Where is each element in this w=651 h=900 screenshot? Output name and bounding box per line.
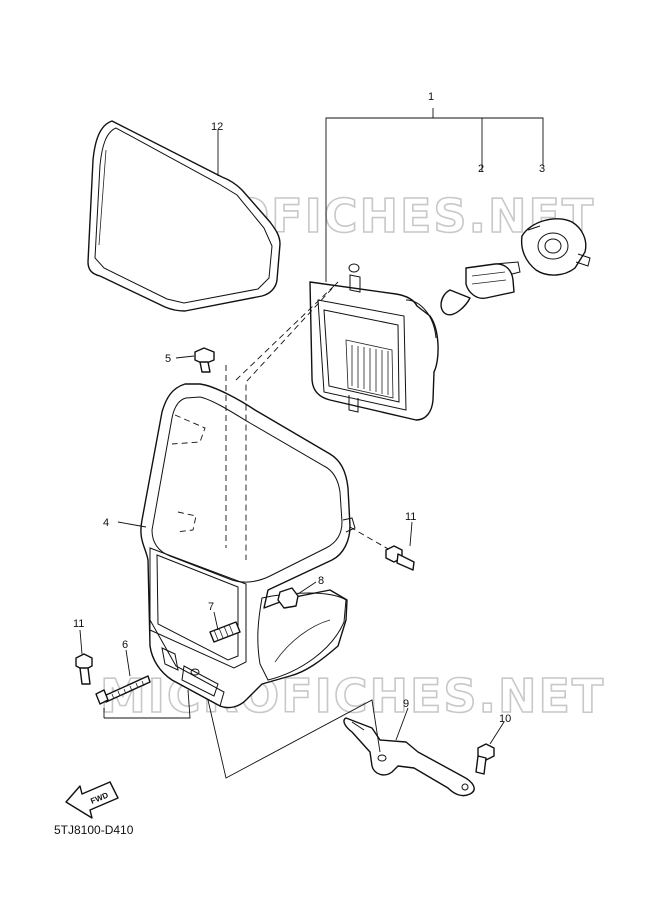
- diagram-code: 5TJ8100-D410: [54, 823, 134, 837]
- callout-11-right: 11: [405, 511, 416, 523]
- part-1-headlight-unit[interactable]: [309, 263, 439, 421]
- callout-8: 8: [318, 575, 324, 587]
- part-6-long-bolt[interactable]: [95, 675, 151, 705]
- part-4-headlight-housing[interactable]: [140, 383, 356, 709]
- part-7-spring[interactable]: [209, 621, 241, 643]
- fwd-arrow-icon: FWD: [65, 781, 119, 819]
- callout-labels: 1 2 3 4 5 6 7 8 9 10 11 11 12: [73, 91, 545, 725]
- part-11-bolt-left[interactable]: [75, 653, 93, 685]
- callout-12: 12: [211, 121, 223, 133]
- callout-3: 3: [539, 163, 545, 175]
- callout-7: 7: [208, 601, 214, 613]
- dashed-alignment-lines: [225, 281, 391, 560]
- part-12-visor[interactable]: [87, 120, 281, 312]
- callout-1: 1: [428, 91, 434, 103]
- part-2-bulb[interactable]: [440, 261, 521, 316]
- part-10-bolt[interactable]: [475, 743, 495, 775]
- callout-9: 9: [403, 698, 409, 710]
- callout-6: 6: [122, 639, 128, 651]
- part-11-bolt-right[interactable]: [385, 545, 415, 571]
- part-9-bracket[interactable]: [343, 717, 475, 797]
- callout-2: 2: [478, 163, 484, 175]
- assembly-bracket-1: [325, 108, 544, 282]
- lower-assembly-leads: [103, 689, 381, 779]
- part-3-socket[interactable]: [520, 218, 591, 276]
- callout-10: 10: [499, 713, 511, 725]
- callout-4: 4: [103, 517, 109, 529]
- callout-11-left: 11: [73, 618, 84, 630]
- callout-leaders: [79, 130, 505, 745]
- part-8-grommet[interactable]: [277, 587, 299, 609]
- callout-5: 5: [165, 353, 171, 365]
- part-5-bolt[interactable]: [194, 347, 215, 373]
